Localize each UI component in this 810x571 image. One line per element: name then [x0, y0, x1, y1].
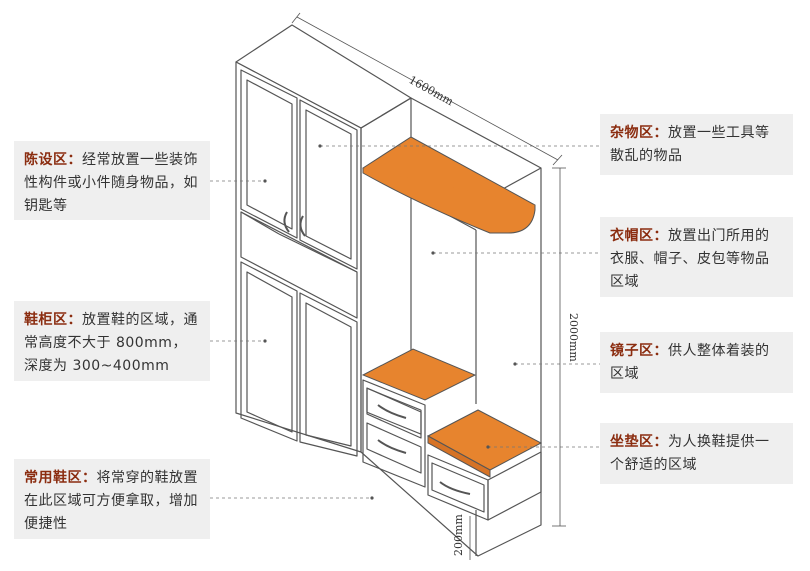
callout-misc-area: 杂物区：放置一些工具等散乱的物品 [600, 114, 793, 175]
callout-misc-area-title: 杂物区： [610, 125, 668, 141]
callout-shoe-cabinet-text: 放置鞋的区域，通常高度不大于 800mm，深度为 300~400mm [24, 312, 198, 374]
callout-coat-area: 衣帽区：放置出门所用的衣服、帽子、皮包等物品区域 [600, 217, 793, 297]
callout-mirror-area: 镜子区：供人整体着装的区域 [600, 332, 793, 393]
upper-left-door [240, 69, 298, 239]
upper-right-door-panel [305, 109, 352, 260]
callout-shoe-cabinet-title: 鞋柜区： [24, 312, 82, 328]
callout-seat-area: 坐垫区：为人换鞋提供一个舒适的区域 [600, 423, 793, 484]
callout-display-area-title: 陈设区： [24, 152, 82, 168]
door-handle-left [283, 211, 290, 233]
callout-display-area: 陈设区：经常放置一些装饰性构件或小件随身物品，如钥匙等 [14, 141, 210, 220]
callout-seat-area-title: 坐垫区： [610, 434, 668, 450]
callout-shoe-cabinet: 鞋柜区：放置鞋的区域，通常高度不大于 800mm，深度为 300~400mm [14, 301, 210, 381]
shelf-group [361, 136, 543, 478]
leader-lines [210, 145, 600, 499]
callout-common-shoes-text: 将常穿的鞋放置在此区域可方便拿取，增加便捷性 [24, 470, 198, 532]
callout-display-area-text: 经常放置一些装饰性构件或小件随身物品，如钥匙等 [24, 152, 198, 214]
seat-cushion-edge [427, 435, 491, 478]
height-dimension-label: 2000mm [567, 313, 580, 362]
drawer-lower [366, 422, 422, 474]
base-height-dimension-label: 200mm [452, 514, 465, 556]
callout-common-shoes: 常用鞋区：将常穿的鞋放置在此区域可方便拿取，增加便捷性 [14, 459, 210, 539]
callout-seat-area-text: 为人换鞋提供一个舒适的区域 [610, 434, 770, 473]
door-handle-right [299, 215, 306, 237]
leader-dots [263, 144, 517, 500]
callout-common-shoes-title: 常用鞋区： [24, 470, 97, 486]
lower-left-door-panel [246, 271, 293, 433]
callout-mirror-area-title: 镜子区： [610, 343, 668, 359]
dimension-lines [291, 12, 566, 560]
drawer-block-front [362, 379, 426, 488]
left-cabinet-front [235, 61, 362, 453]
callout-coat-area-text: 放置出门所用的衣服、帽子、皮包等物品区域 [610, 228, 770, 290]
display-niche [240, 211, 358, 319]
drawer-upper [366, 387, 422, 439]
drawer-top-cushion [361, 348, 477, 401]
lower-right-door-panel [305, 302, 352, 447]
upper-right-door [299, 99, 358, 270]
seat-base-side [487, 451, 542, 521]
callout-mirror-area-text: 供人整体着装的区域 [610, 343, 770, 382]
lower-left-door [240, 261, 298, 442]
misc-shelf-edge [362, 168, 536, 234]
width-dimension-label: 1600mm [407, 73, 457, 108]
callout-misc-area-text: 放置一些工具等散乱的物品 [610, 125, 770, 164]
callout-coat-area-title: 衣帽区： [610, 228, 668, 244]
lower-right-door [299, 292, 358, 457]
upper-left-door-panel [246, 79, 293, 230]
seat-drawer [431, 462, 485, 513]
